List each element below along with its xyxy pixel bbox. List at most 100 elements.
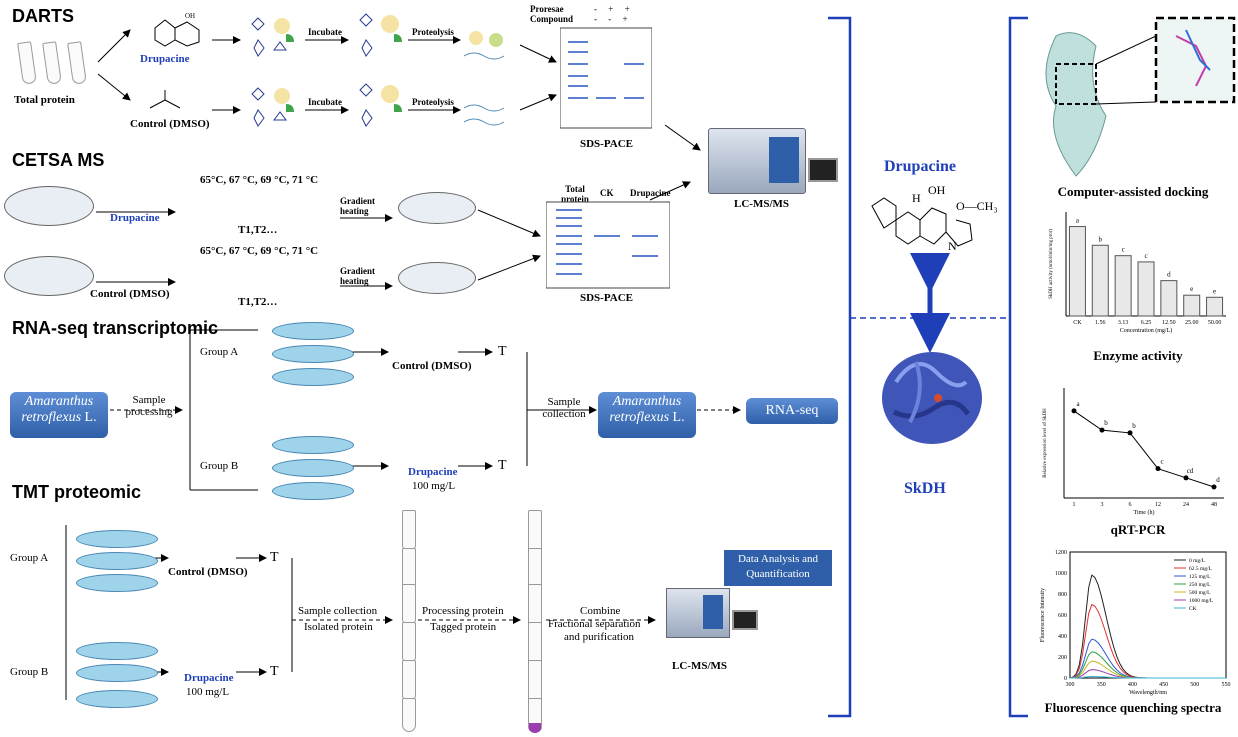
fluor-y-tick: 1200 [1055,550,1067,556]
amaranthus-box-2: Amaranthus retroflexus L. [598,392,696,438]
fluor-x-tick: 350 [1097,682,1106,688]
cetsa-dish-2 [4,256,94,296]
qrt-xlabel: Time (h) [1134,509,1155,516]
tmt-group-b: Group B [10,666,49,678]
enzyme-bar [1114,255,1132,317]
enzyme-bar [1137,261,1155,317]
incubated-mix-1 [359,13,402,57]
darts-control-label: Control (DMSO) [130,118,210,130]
rna-dish-b2 [272,459,354,477]
enzyme-bar [1068,226,1086,317]
enzyme-bar [1160,280,1178,317]
tmt-group-a: Group A [10,552,49,564]
rna-group-a: Group A [200,346,239,358]
enzyme-tick-label: 25.00 [1185,320,1199,326]
section-title-cetsa: CETSA MS [12,150,105,170]
tmt-isolated: Isolated protein [304,621,373,633]
tmt-dose-label: 100 mg/L [186,686,230,698]
tmt-dish-a2 [76,552,158,570]
fluor-legend-label: 250 mg/L [1189,582,1211,588]
center-skdh-title: SkDH [904,480,946,497]
fluor-series-line [1069,603,1226,679]
qrt-point-letter: cd [1187,467,1194,475]
tmt-control-label: Control (DMSO) [168,566,248,578]
incubated-mix-2 [359,83,402,127]
cetsa-t-label-1: T1,T2… [238,224,278,236]
fluor-y-tick: 800 [1058,592,1067,598]
enzyme-bar [1091,244,1109,317]
tmt-dish-b2 [76,664,158,682]
enzyme-bar-letter: d [1167,271,1171,279]
fluor-xlabel: Wavelength/nm [1129,690,1167,696]
svg-text:N: N [948,239,957,253]
enzyme-bar [1206,296,1224,317]
gel-row-proresae: Proresae [530,4,564,14]
docking-title: Computer-assisted docking [1057,184,1209,199]
enzyme-tick-label: 3.13 [1118,320,1129,326]
enzyme-tick-label: 50.00 [1208,320,1222,326]
enzyme-bar-letter: e [1190,285,1193,293]
gradient-heating-1: Gradient heating [340,196,375,216]
cetsa-dish-4 [398,262,476,294]
qrt-tick-label: 6 [1129,502,1132,508]
gradient-heating-2: Gradient heating [340,266,375,286]
incubate-label-2: Incubate [308,97,343,107]
label-total-protein: Total protein [14,94,75,106]
qrt-tick-label: 3 [1101,502,1104,508]
fluor-series-line [1069,675,1226,679]
amaranthus-box-1: Amaranthus retroflexus L. [10,392,108,438]
fluor-legend-label: 62.5 mg/L [1189,566,1213,572]
sample-processing-label: Sample processing [125,394,173,418]
qrt-tick-label: 24 [1183,502,1189,508]
rna-dish-a2 [272,345,354,363]
tmt-lcms-monitor [732,610,758,630]
svg-text:O—CH₃: O—CH₃ [956,199,998,213]
qrt-point [1071,408,1077,414]
rna-drupacine-label: Drupacine [408,466,458,478]
qrt-point [1211,484,1217,490]
enzyme-bar-letter: b [1099,235,1103,243]
svg-text:H: H [912,191,921,205]
rna-dose-label: 100 mg/L [412,480,456,492]
tmt-lcms-label: LC-MS/MS [672,660,727,672]
rna-dish-b3 [272,482,354,500]
svg-text:OH: OH [185,12,195,20]
fluor-x-tick: 400 [1128,682,1137,688]
gel-lane-ck: CK [600,188,614,198]
center-drupacine-title: Drupacine [884,158,956,175]
enzyme-chart: aCKb1.56c3.13c6.25d12.50e25.00e50.00Conc… [1049,212,1226,334]
enzyme-bar [1183,294,1201,317]
drupacine-structure-small: OH [154,12,200,47]
qrt-point-letter: a [1076,400,1080,408]
tmt-dish-b3 [76,690,158,708]
section-title-darts: DARTS [12,6,74,26]
enzyme-tick-label: CK [1073,320,1082,326]
qrt-point [1127,430,1133,436]
proteolysis-label-2: Proteolysis [412,97,454,107]
rna-dish-a3 [272,368,354,386]
tmt-dish-a3 [76,574,158,592]
docking-image [1045,16,1236,177]
svg-text:OH: OH [928,183,946,197]
skdh-protein-structure [882,352,982,444]
fluor-x-tick: 550 [1222,682,1231,688]
enzyme-bar-letter: a [1076,217,1080,225]
fluor-legend-label: 125 mg/L [1189,574,1211,580]
tmt-tagged: Tagged protein [430,621,497,633]
rna-t-b: T [498,458,507,473]
fluor-series-line [1069,638,1226,679]
incubate-label-1: Incubate [308,27,343,37]
enzyme-ylabel: SkDH activity (nmol/min/mg prot) [1049,229,1054,299]
qrt-point-letter: d [1216,476,1220,484]
qrt-line [1073,410,1215,488]
dmso-structure [149,90,181,109]
rna-dish-a1 [272,322,354,340]
gel-row-compound: Compound [530,14,574,24]
proteolysis-fragments-2 [463,104,505,126]
darts-drupacine-label: Drupacine [140,53,190,65]
qrt-point-letter: c [1160,458,1163,466]
fluor-x-tick: 500 [1190,682,1199,688]
tmt-t-a: T [270,550,279,565]
tmt-t-b: T [270,664,279,679]
